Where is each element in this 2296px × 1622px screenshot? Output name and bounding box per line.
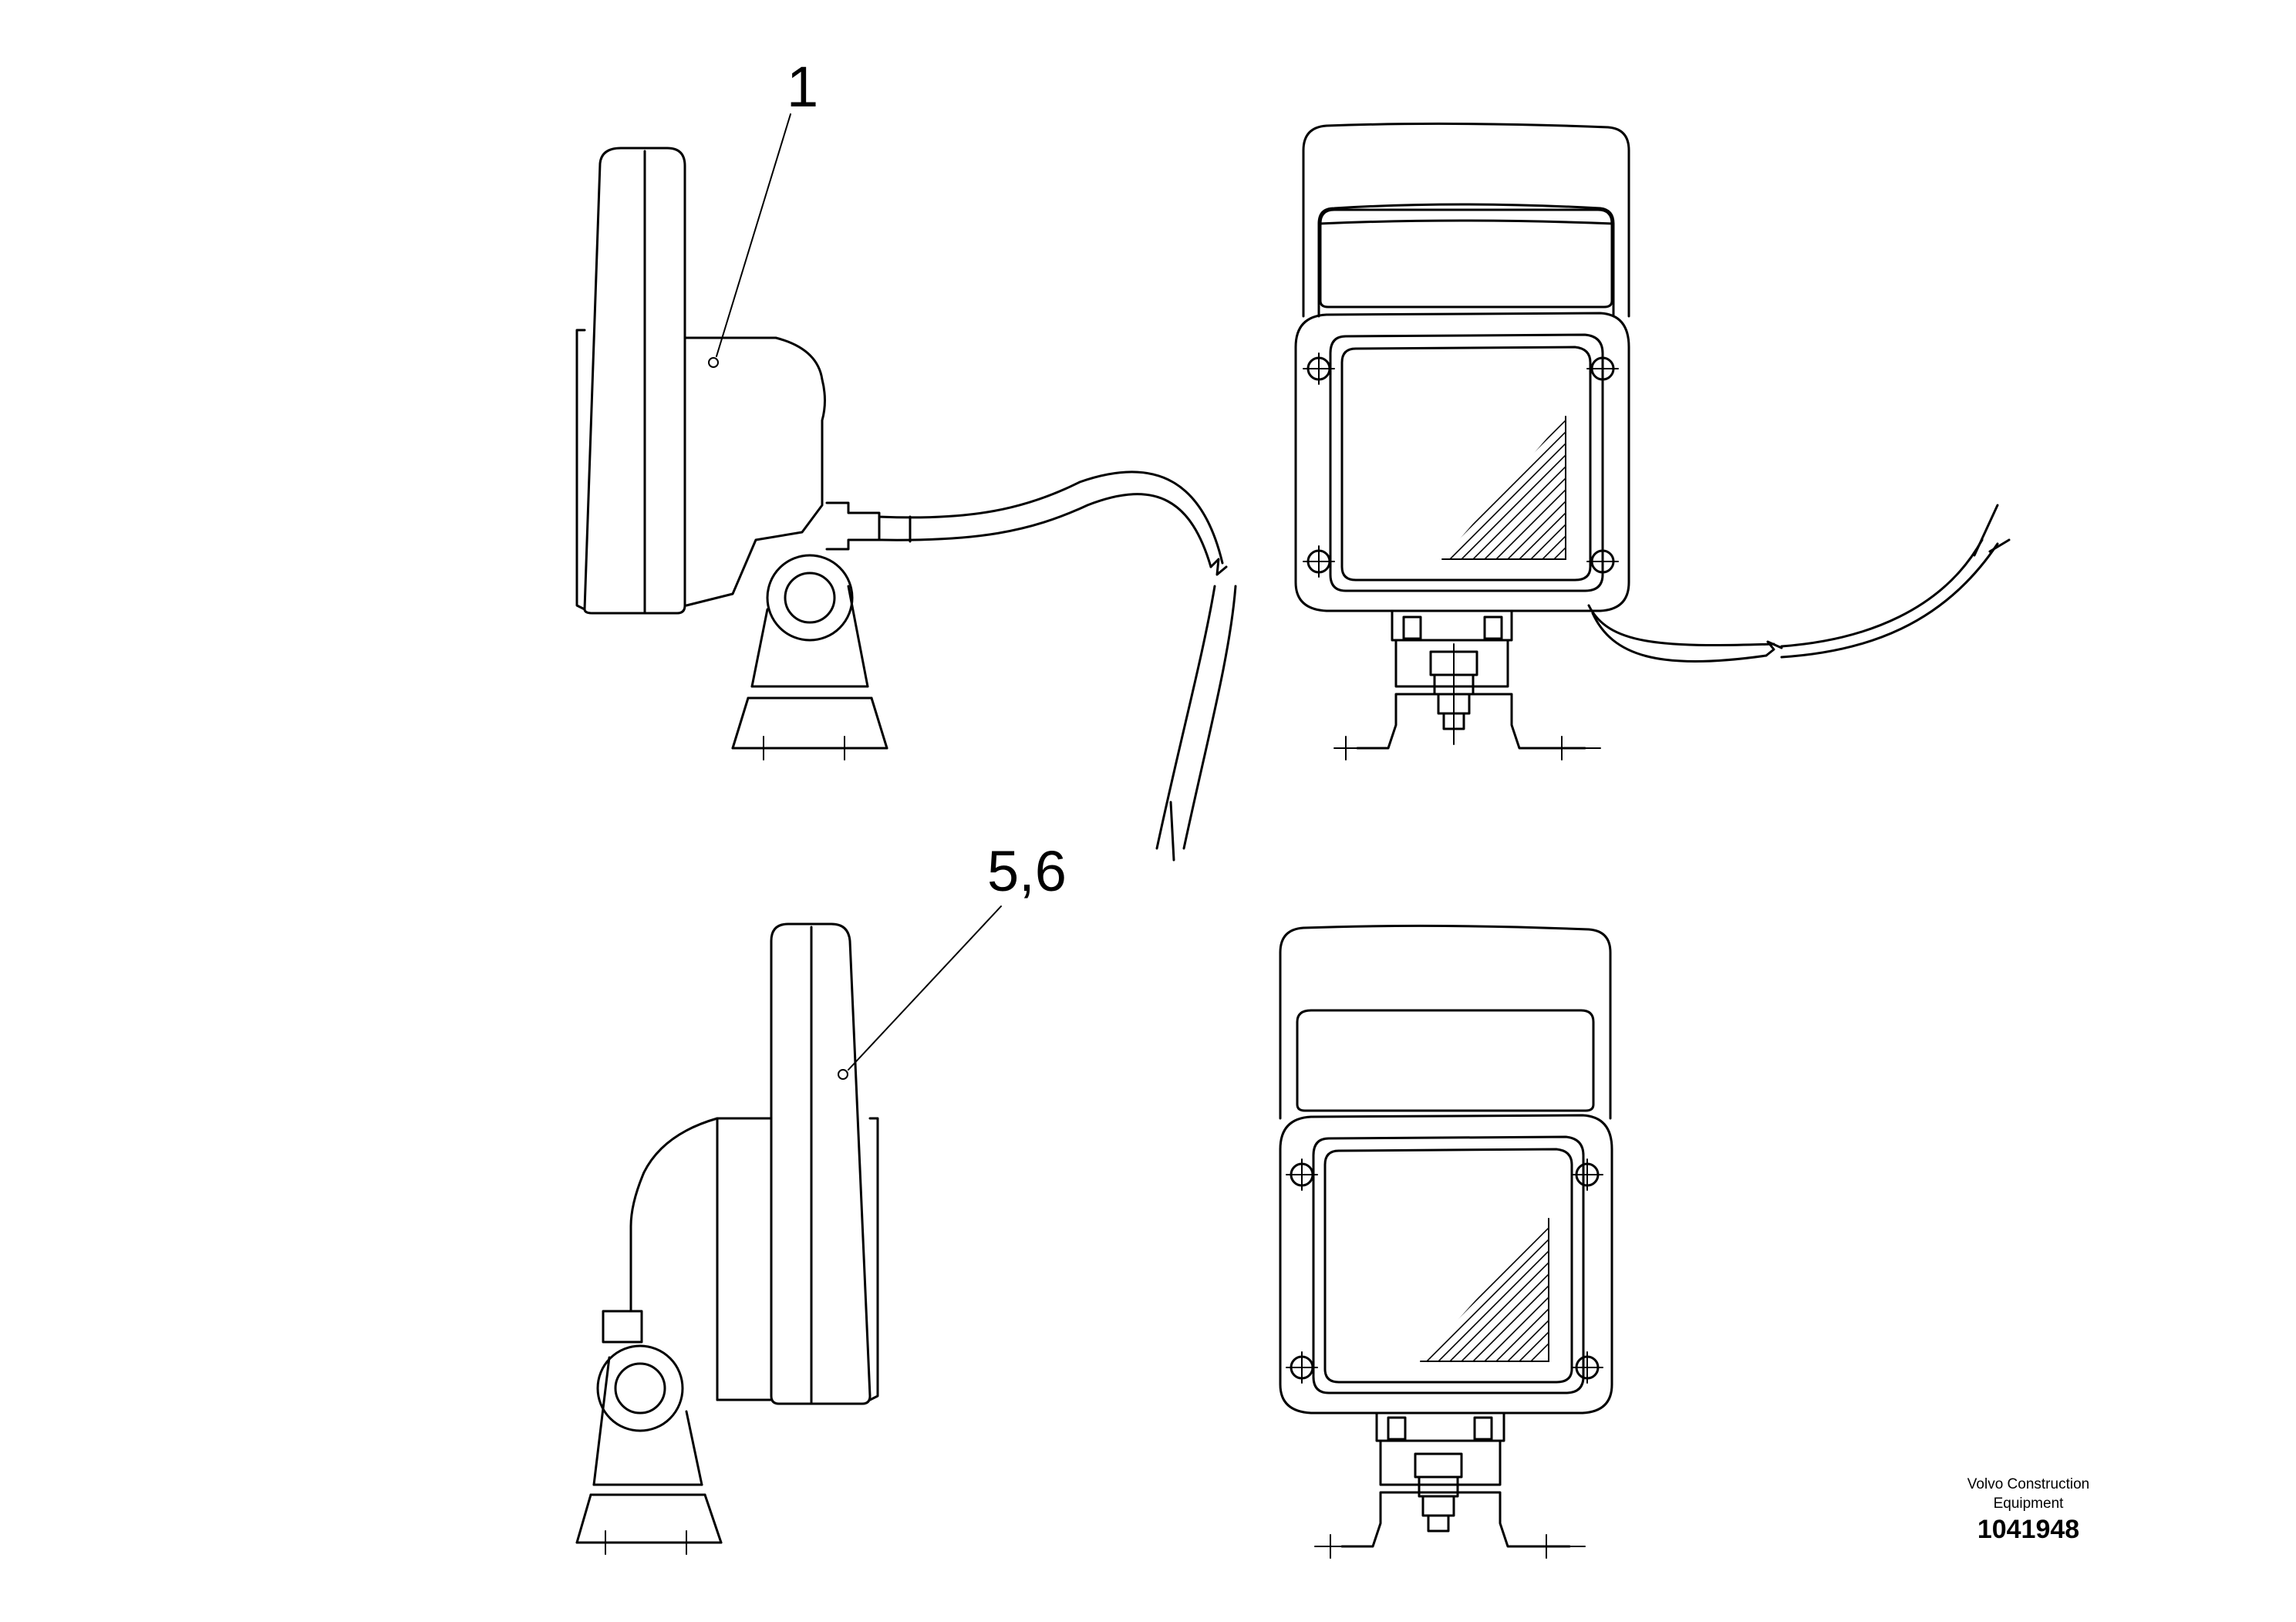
lamp-front-view-top [1294, 122, 2011, 760]
screw-icon [1586, 352, 1619, 385]
company-name: Volvo Construction Equipment [1944, 1475, 2113, 1513]
screw-icon [1286, 1351, 1318, 1384]
company-line-1: Volvo Construction [1967, 1476, 2090, 1492]
screw-icon [1286, 1158, 1318, 1191]
company-line-2: Equipment [1993, 1496, 2064, 1512]
lamp-front-view-bottom [1279, 924, 1613, 1559]
screw-icon [1303, 545, 1335, 578]
screw-icon [1571, 1351, 1603, 1384]
callout-1: 1 [716, 55, 818, 357]
drawing-number: 1041948 [1977, 1515, 2080, 1544]
callout-label-bottom: 5,6 [987, 839, 1067, 903]
lamp-side-view-top [575, 147, 1237, 862]
lamp-side-view-bottom [575, 922, 879, 1555]
screw-icon [1303, 352, 1335, 385]
callout-label-top: 1 [787, 55, 818, 119]
screw-icon [1571, 1158, 1603, 1191]
screw-icon [1586, 545, 1619, 578]
callout-5-6: 5,6 [848, 839, 1067, 1071]
